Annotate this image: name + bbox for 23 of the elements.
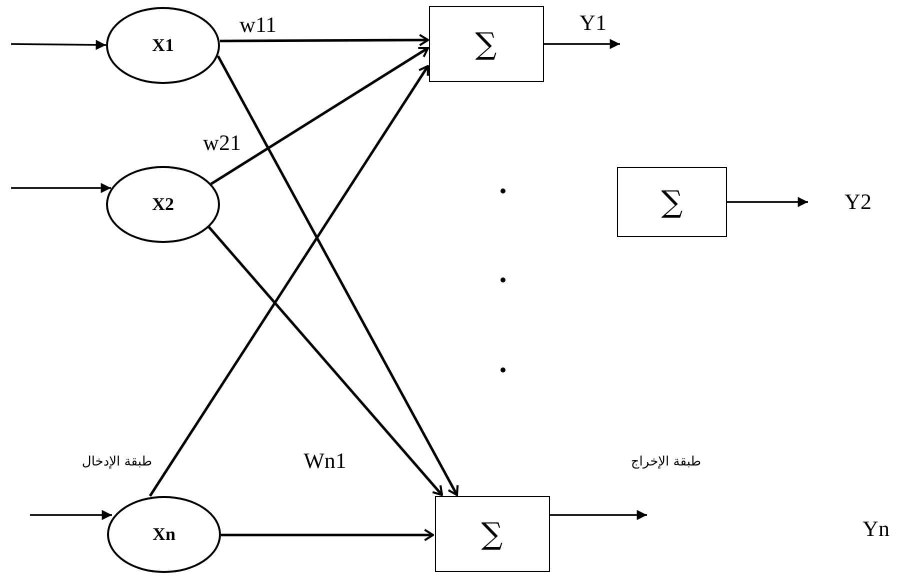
- layer-label: طبقة الإخراج: [630, 456, 702, 468]
- arrow: [550, 510, 647, 520]
- arrow: [210, 46, 430, 186]
- input-node-ellipse: X1: [106, 6, 220, 84]
- arrow: [207, 225, 444, 496]
- arrow: [148, 64, 430, 497]
- arrow: [221, 528, 434, 542]
- output-label: Y2: [844, 191, 872, 213]
- summation-box: ∑: [617, 167, 727, 237]
- output-label: Yn: [862, 518, 890, 540]
- layer-label: طبقة الإدخال: [82, 456, 152, 468]
- arrow: [11, 40, 106, 50]
- arrow: [220, 34, 430, 46]
- output-label: Wn1: [304, 450, 346, 472]
- arrow: [11, 182, 111, 194]
- arrow: [216, 55, 459, 496]
- summation-box: ∑: [434, 496, 550, 572]
- arrow: [727, 196, 808, 208]
- input-node-ellipse: X2: [106, 166, 220, 242]
- summation-box: ∑: [428, 6, 544, 82]
- input-node-ellipse: Xn: [107, 496, 221, 572]
- arrow: [544, 38, 620, 50]
- arrow: [30, 510, 112, 520]
